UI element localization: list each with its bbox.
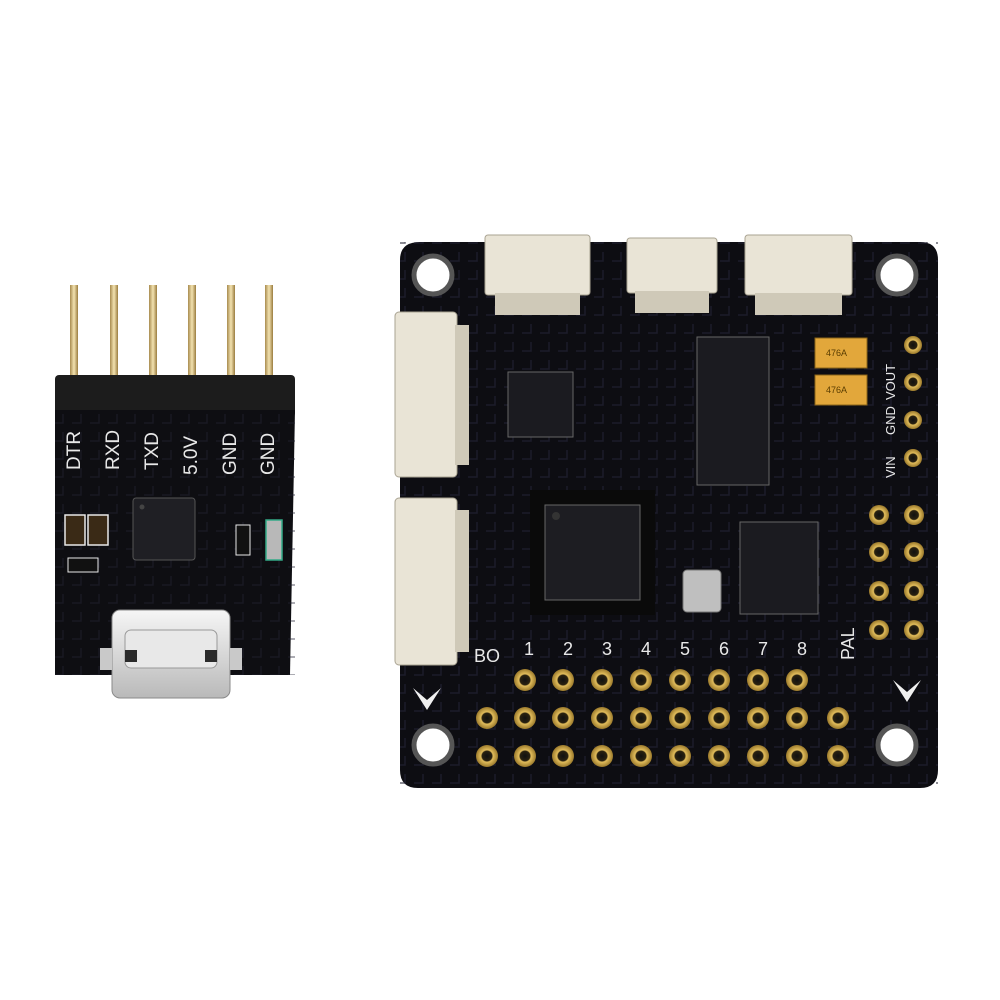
gyro-chip [507,371,574,438]
label-ch6: 6 [719,639,729,659]
header-pins [70,285,273,385]
jst-connector [626,237,718,294]
label-ch3: 3 [602,639,612,659]
flight-controller-board: 476A 476A VIN GND VOUT PAL BO 1 2 [394,234,938,788]
top-connectors [484,234,853,315]
status-led [265,519,283,561]
flash-chip [739,521,819,615]
micro-usb-port[interactable] [100,609,242,699]
pin-label-5v: 5.0V [181,436,202,475]
label-ch5: 5 [680,639,690,659]
jst-connector [394,497,458,666]
crystal-oscillator [682,569,722,613]
pin-label-dtr: DTR [64,431,85,470]
soic-chip [696,336,770,486]
label-pal: PAL [838,627,858,660]
pin-label-txd: TXD [142,432,163,470]
direction-arrow-icon [413,688,441,710]
mounting-holes [411,253,919,767]
capacitor-label: 476A [826,348,847,358]
label-ch2: 2 [563,639,573,659]
pin-header [55,375,295,417]
output-pad-grid [476,669,849,767]
direction-arrow-icon [893,680,921,702]
label-vin: VIN [883,456,898,478]
tantalum-capacitors: 476A 476A [814,337,868,406]
resistor [67,557,99,573]
jst-connector [744,234,853,296]
pin-label-gnd-2: GND [258,433,279,475]
jst-connector [394,311,458,478]
pin-label-rxd: RXD [103,430,124,470]
ftdi-adapter-board: DTR RXD TXD 5.0V GND GND [55,285,295,699]
mcu-chip [530,490,655,615]
right-pad-grid [869,505,924,640]
capacitor [64,514,86,546]
label-ch7: 7 [758,639,768,659]
capacitor [814,337,868,369]
usb-uart-chip [132,497,196,561]
label-ch8: 8 [797,639,807,659]
capacitor [87,514,109,546]
output-labels: BO 1 2 3 4 5 6 7 8 [474,639,807,666]
voltage-pads [904,336,922,467]
label-ch1: 1 [524,639,534,659]
capacitor [814,374,868,406]
label-vout: VOUT [883,364,898,400]
capacitor-label: 476A [826,385,847,395]
resistor [235,524,251,556]
jst-connector [484,234,591,296]
label-ch4: 4 [641,639,651,659]
voltage-labels: VIN GND VOUT [883,364,898,478]
pin-labels: DTR RXD TXD 5.0V GND GND [64,430,279,475]
label-gnd: GND [883,406,898,435]
pin-label-gnd-1: GND [220,433,241,475]
side-connectors [394,311,469,666]
label-bo: BO [474,646,500,666]
